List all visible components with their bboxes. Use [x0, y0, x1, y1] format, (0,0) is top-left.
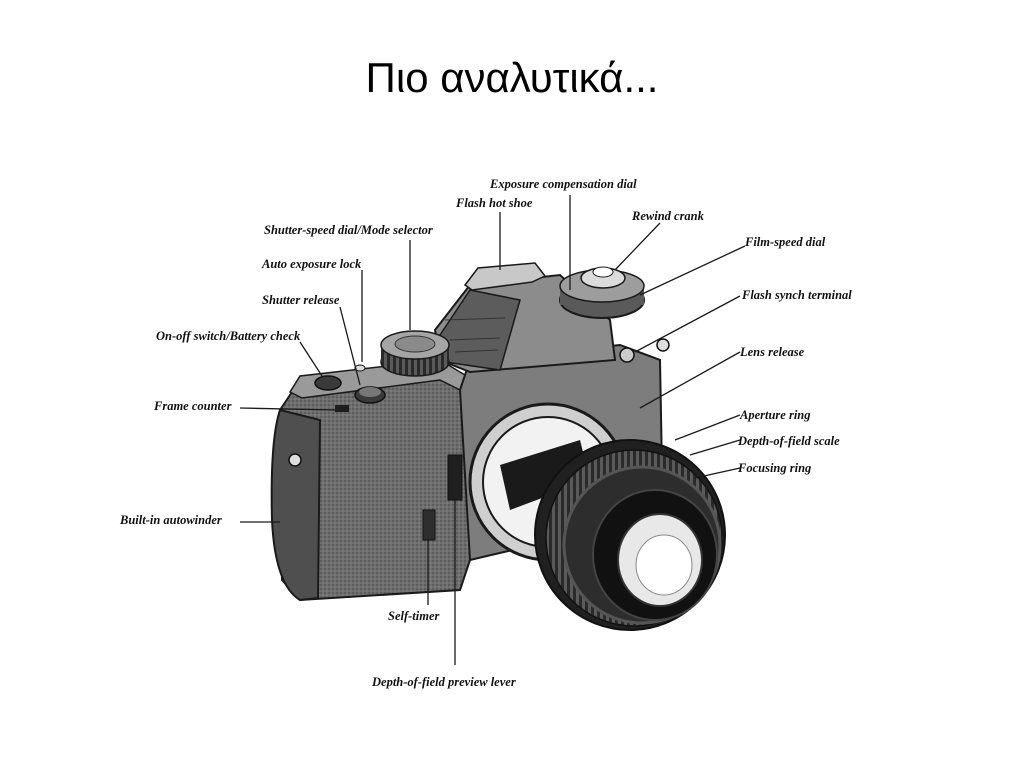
labels: Exposure compensation dial Flash hot sho…	[119, 177, 852, 689]
leader-lines	[239, 195, 746, 665]
label-focusing-ring: Focusing ring	[737, 461, 811, 475]
label-film-speed-dial: Film-speed dial	[744, 235, 826, 249]
autowinder-grip	[270, 408, 322, 602]
label-lens-release: Lens release	[739, 345, 805, 359]
label-exposure-compensation-dial: Exposure compensation dial	[489, 177, 637, 191]
label-rewind-crank: Rewind crank	[631, 209, 705, 223]
label-self-timer: Self-timer	[388, 609, 440, 623]
label-depth-of-field-scale: Depth-of-field scale	[737, 434, 840, 448]
label-aperture-ring: Aperture ring	[739, 408, 811, 422]
label-on-off-switch: On-off switch/Battery check	[156, 329, 301, 343]
label-shutter-release: Shutter release	[262, 293, 340, 307]
label-frame-counter: Frame counter	[153, 399, 232, 413]
flash-synch-shape	[619, 347, 635, 363]
lens	[534, 439, 726, 631]
label-shutter-speed-dial: Shutter-speed dial/Mode selector	[264, 223, 433, 237]
label-auto-exposure-lock: Auto exposure lock	[261, 257, 362, 271]
label-depth-of-field-preview-lever: Depth-of-field preview lever	[371, 675, 516, 689]
frame-counter-window	[335, 405, 349, 412]
slide-title: Πιο αναλυτικά...	[365, 54, 659, 101]
dof-preview-shape	[447, 454, 463, 501]
on-off-switch-shape	[314, 375, 342, 391]
flash-hot-shoe-shape	[463, 262, 547, 291]
label-built-in-autowinder: Built-in autowinder	[119, 513, 222, 527]
label-flash-hot-shoe: Flash hot shoe	[455, 196, 533, 210]
camera-illustration	[270, 262, 726, 631]
label-flash-synch-terminal: Flash synch terminal	[741, 288, 852, 302]
self-timer-shape	[422, 509, 436, 541]
